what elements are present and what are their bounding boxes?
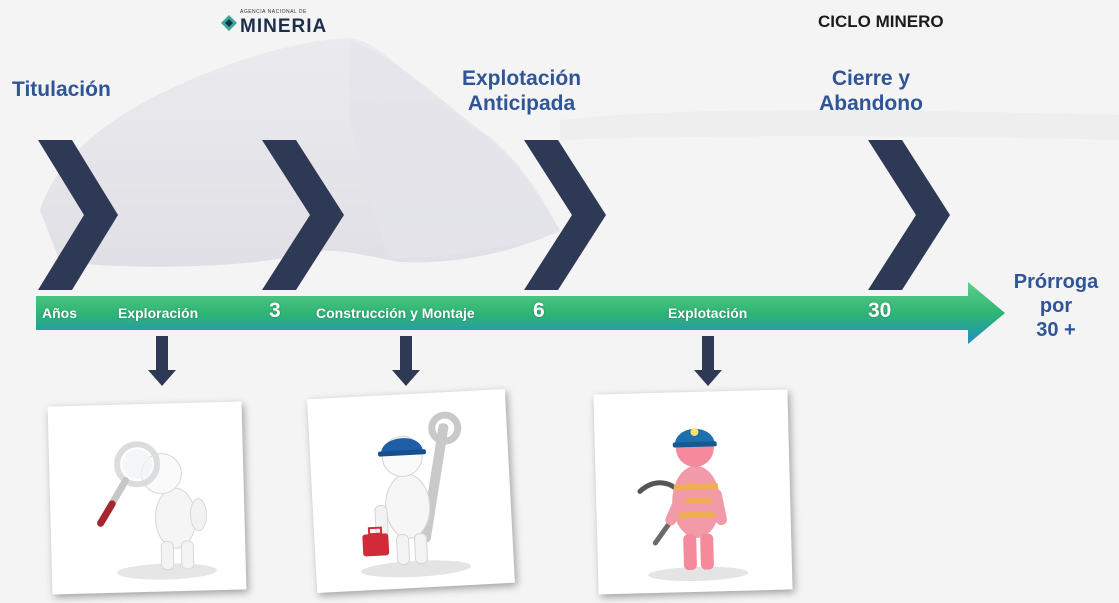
timeline-construccion: Construcción y Montaje bbox=[316, 305, 475, 321]
timeline-year-30: 30 bbox=[868, 299, 892, 322]
phase-explotacion-anticipada-line1: Explotación bbox=[462, 67, 582, 90]
phase-explotacion-anticipada-line2: Anticipada bbox=[467, 92, 576, 115]
down-arrow-icon-1 bbox=[148, 336, 176, 386]
timeline-year-3: 3 bbox=[269, 299, 281, 322]
chevron-icon-4 bbox=[868, 140, 950, 290]
chevron-icon-3 bbox=[524, 140, 606, 290]
timeline-arrow bbox=[36, 282, 1005, 344]
timeline-exploracion: Exploración bbox=[118, 305, 199, 321]
phase-titulacion: Titulación bbox=[12, 78, 111, 101]
extension-line2: por bbox=[1039, 295, 1073, 317]
phase-cierre-line1: Cierre y bbox=[831, 67, 911, 90]
logo-small-text: AGENCIA NACIONAL DE bbox=[240, 9, 307, 15]
logo-main-text: MINERIA bbox=[240, 16, 328, 37]
down-arrow-icon-2 bbox=[392, 336, 420, 386]
phase-cierre-abandono: Cierre y Abandono bbox=[806, 66, 936, 116]
chevron-icon-1 bbox=[38, 140, 118, 290]
extension-label: Prórroga por 30 + bbox=[1000, 270, 1112, 342]
worker-tools-icon bbox=[361, 411, 472, 578]
chevron-icon-2 bbox=[262, 140, 344, 290]
timeline-years-label: Años bbox=[42, 305, 77, 321]
timeline-year-6: 6 bbox=[533, 299, 545, 322]
exploitation-card bbox=[593, 389, 793, 595]
logo-diamond-icon bbox=[221, 15, 237, 31]
exploration-card bbox=[47, 401, 247, 595]
miner-pickaxe-icon bbox=[637, 427, 749, 582]
construction-card bbox=[307, 388, 515, 594]
magnifier-person-icon bbox=[97, 441, 217, 580]
down-arrow-icon-3 bbox=[694, 336, 722, 386]
timeline-explotacion: Explotación bbox=[668, 305, 748, 321]
page-title: CICLO MINERO bbox=[818, 12, 944, 31]
extension-line1: Prórroga bbox=[1013, 271, 1099, 293]
phase-cierre-line2: Abandono bbox=[819, 92, 923, 115]
extension-line3: 30 + bbox=[1036, 319, 1076, 341]
agency-logo: AGENCIA NACIONAL DE MINERIA bbox=[218, 6, 348, 46]
phase-explotacion-anticipada: Explotación Anticipada bbox=[462, 66, 581, 116]
